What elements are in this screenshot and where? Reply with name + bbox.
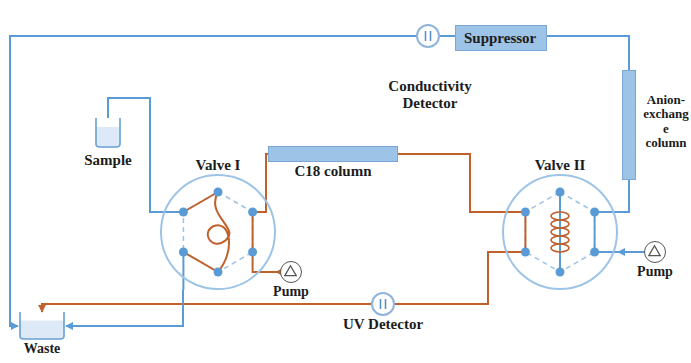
flow-line: [42, 304, 371, 312]
sample-coil: [551, 212, 569, 252]
component-label: C18 column: [294, 163, 371, 180]
container-outline: [94, 118, 122, 148]
coil-turn: [551, 236, 569, 244]
valve-ports: [521, 188, 599, 277]
component-label: Pump: [273, 284, 309, 299]
pump-symbol: [645, 242, 664, 261]
flow-line: [10, 36, 416, 326]
valve-port: [248, 208, 257, 217]
detector-symbol: [373, 294, 393, 314]
component-label: Anion-exchange column: [643, 93, 689, 150]
waste-container: Waste: [18, 312, 66, 340]
detector-bar: [385, 299, 387, 309]
switching-valve: Valve II: [502, 174, 618, 290]
component-label: Valve II: [535, 157, 586, 174]
flow-line: [618, 180, 629, 212]
container-outline: [18, 312, 66, 340]
component-label: Pump: [637, 264, 673, 279]
valve-port: [179, 208, 188, 217]
flow-line: [440, 35, 455, 37]
anion-exchange-column: Anion-exchange column: [622, 70, 636, 180]
detector-bar: [380, 299, 382, 309]
component-label: Waste: [24, 341, 61, 356]
port-tube: [253, 174, 266, 212]
flow-line: [398, 154, 502, 212]
detector-bar: [425, 31, 427, 41]
sample-loop: [208, 192, 230, 272]
port-tube: [182, 252, 184, 290]
valve-channel: [524, 212, 526, 252]
pump-triangle: [285, 266, 296, 276]
valve-port: [590, 248, 599, 257]
component-label: Conductivity Detector: [371, 78, 489, 111]
valve-channel: [183, 192, 218, 212]
component-label: Sample: [84, 152, 132, 169]
pump-symbol: [281, 262, 300, 281]
sample-vial: Sample: [94, 118, 122, 148]
container-wall: [96, 118, 120, 147]
component-name: Suppressor: [464, 30, 536, 47]
switching-valve: Valve I: [160, 174, 276, 290]
valve-port: [556, 188, 565, 197]
valve-ports: [179, 188, 257, 277]
pump: Pump: [644, 241, 666, 263]
coil-turn: [551, 220, 569, 228]
container-wall: [20, 312, 64, 339]
port-tube: [253, 252, 276, 272]
flow-line: [395, 252, 502, 304]
container-liquid: [20, 320, 64, 339]
valve-port: [556, 268, 565, 277]
valve-port: [214, 268, 223, 277]
c18-column: C18 column: [268, 146, 398, 162]
valve-channel: [559, 192, 561, 272]
suppressor-box: Suppressor: [455, 25, 547, 51]
flow-line: [547, 36, 629, 70]
valve-port: [248, 248, 257, 257]
component-label: UV Detector: [343, 316, 423, 333]
valve-channel: [183, 252, 218, 272]
valve-port: [521, 208, 530, 217]
uv-detector: UV Detector: [371, 292, 395, 316]
flow-line: [618, 251, 644, 253]
flow-line: [66, 290, 183, 326]
detector-symbol: [418, 26, 438, 46]
pump: Pump: [280, 261, 302, 283]
conductivity-detector: Conductivity Detector: [416, 24, 440, 48]
valve-port: [521, 248, 530, 257]
valve-hexagon: [183, 192, 252, 272]
valve-port: [214, 188, 223, 197]
coil-turn: [551, 244, 569, 252]
coil-turn: [551, 212, 569, 220]
valve-hexagon: [525, 192, 594, 272]
container-liquid: [96, 127, 120, 147]
pump-triangle: [649, 246, 660, 256]
valve-port: [590, 208, 599, 217]
coil-turn: [551, 228, 569, 236]
valve-port: [179, 248, 188, 257]
detector-bar: [430, 31, 432, 41]
component-label: Valve I: [196, 157, 241, 174]
valve-channel: [252, 212, 254, 252]
valve-channel: [594, 212, 596, 252]
